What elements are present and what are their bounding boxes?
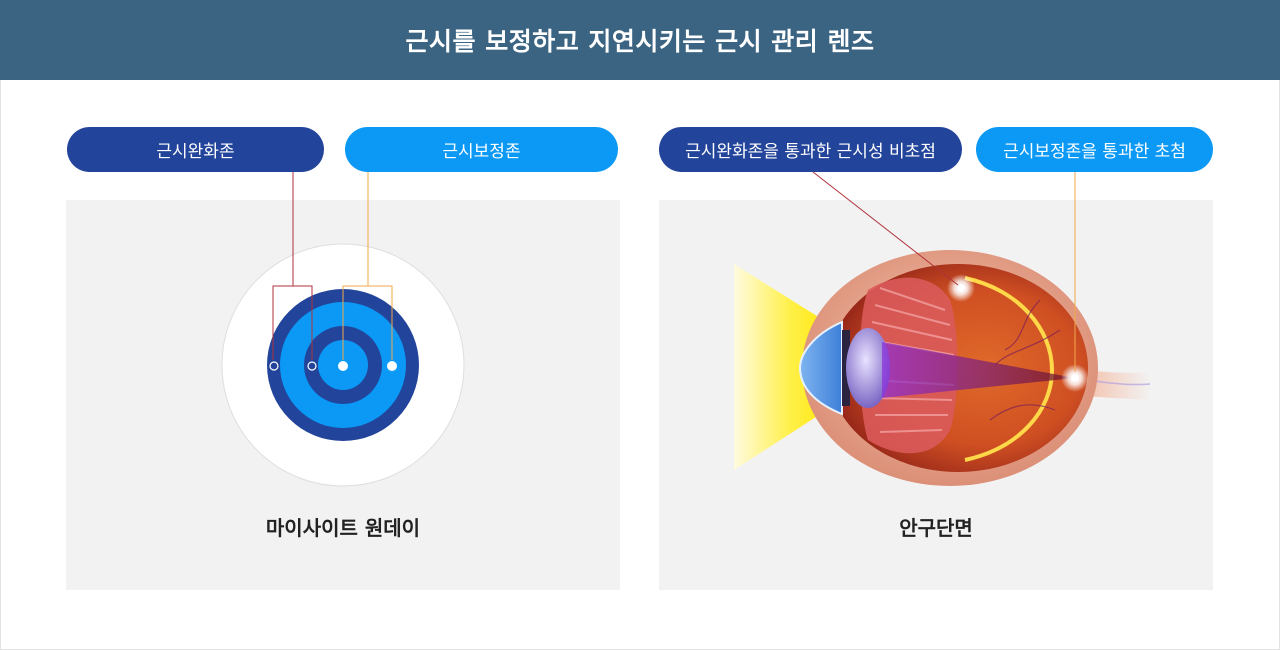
focus-point bbox=[1071, 374, 1079, 382]
relief-inner-marker bbox=[307, 361, 317, 371]
page-title: 근시를 보정하고 지연시키는 근시 관리 렌즈 bbox=[0, 0, 1280, 80]
defocus-leader-line bbox=[812, 171, 959, 286]
focused-ray bbox=[882, 342, 1075, 398]
defocus-point bbox=[957, 284, 965, 292]
defocus-label: 근시완화존을 통과한 근시성 비초점 bbox=[659, 127, 962, 172]
relief-outer-marker bbox=[269, 361, 279, 371]
cornea bbox=[798, 320, 843, 416]
correction-outer-marker bbox=[387, 361, 397, 371]
focus-label: 근시보정존을 통과한 초첨 bbox=[976, 127, 1213, 172]
retina-layer bbox=[964, 276, 1055, 462]
correction-leader-line bbox=[342, 172, 369, 360]
eye-illustration bbox=[734, 250, 1151, 486]
relief-leader-line bbox=[272, 172, 294, 360]
retinal-vessels bbox=[989, 299, 1061, 421]
relief-leader-branch bbox=[293, 285, 313, 360]
eye-caption: 안구단면 bbox=[899, 516, 973, 540]
correction-zone-label: 근시보정존 bbox=[345, 127, 618, 172]
correction-center-marker bbox=[338, 361, 348, 371]
incoming-light bbox=[734, 264, 836, 470]
lens-illustration bbox=[221, 172, 465, 487]
correction-leader-branch bbox=[368, 285, 393, 360]
crystalline-lens bbox=[846, 328, 890, 408]
lens-caption: 마이사이트 원데이 bbox=[265, 516, 421, 540]
relief-zone-label: 근시완화존 bbox=[67, 127, 324, 172]
